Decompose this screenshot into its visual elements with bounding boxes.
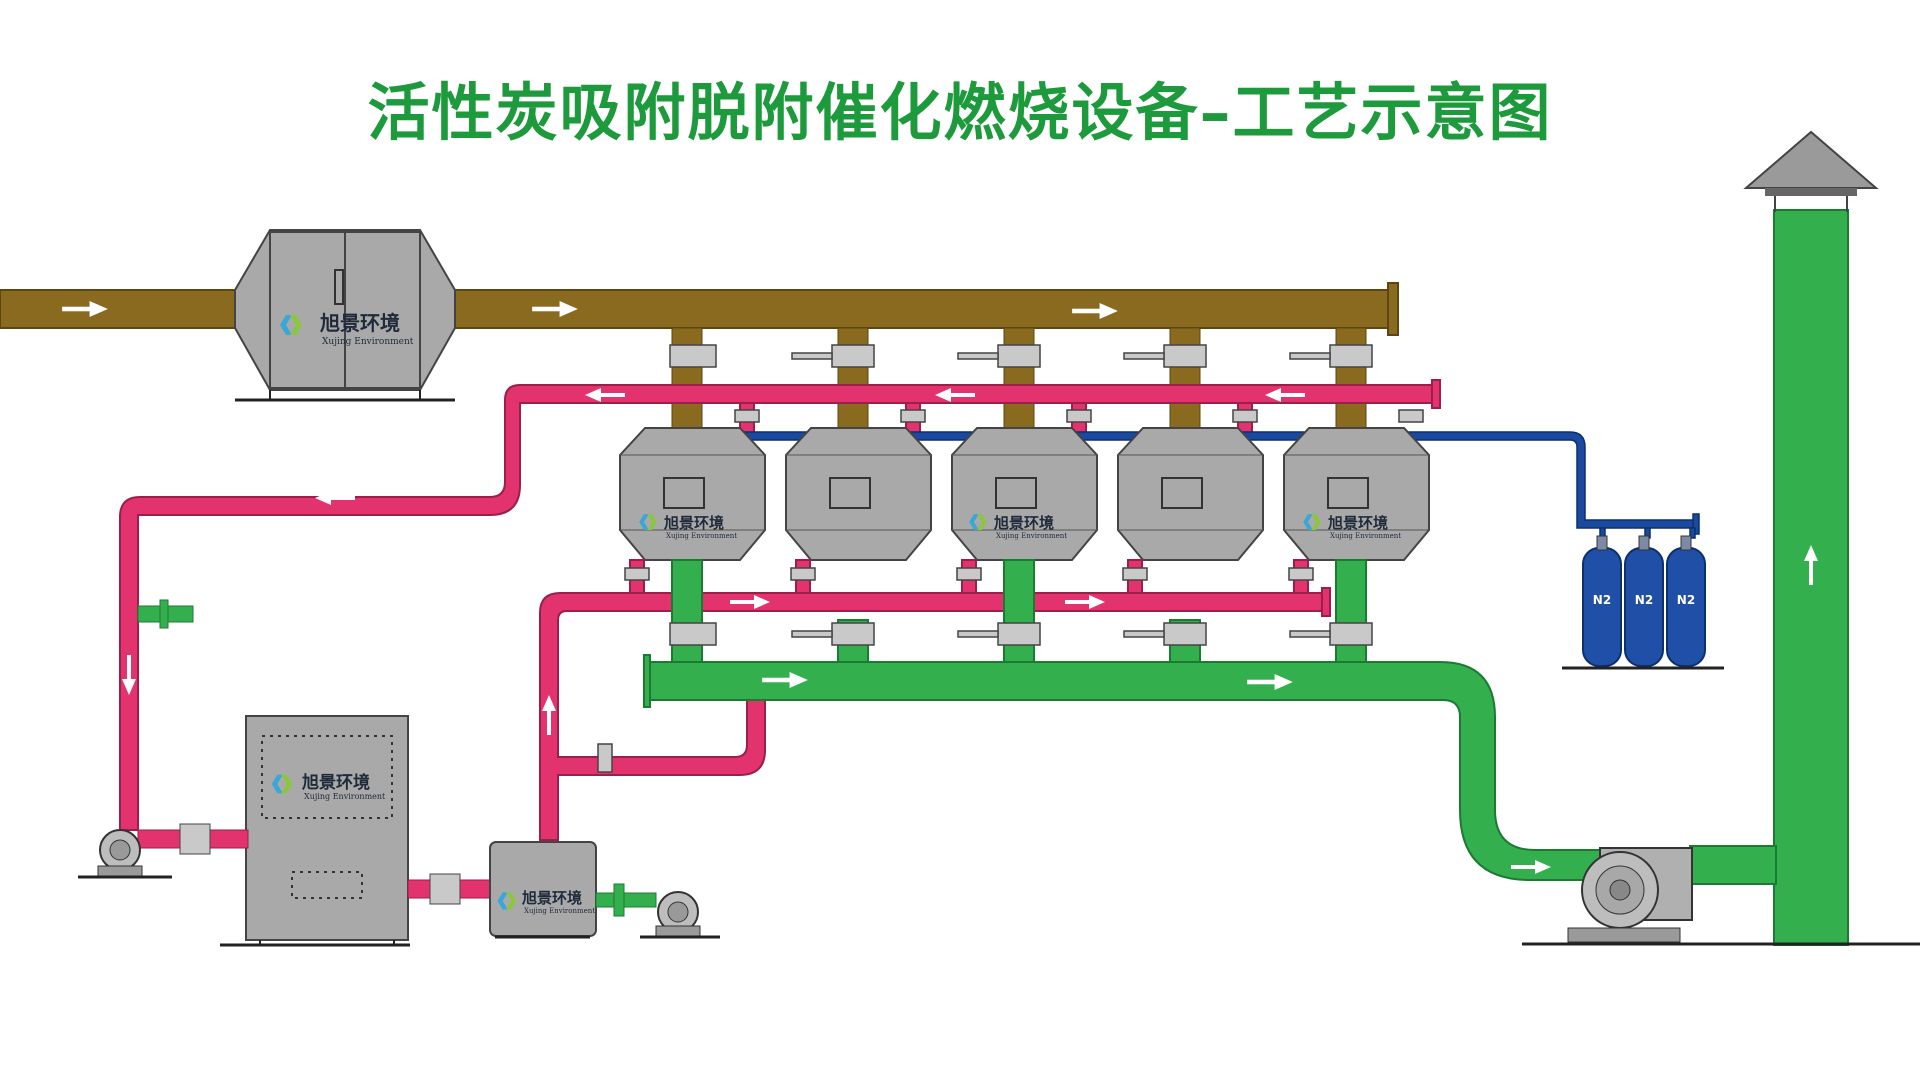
svg-text:Xujing Environment: Xujing Environment bbox=[1330, 532, 1401, 540]
svg-text:旭景环境: 旭景环境 bbox=[993, 514, 1054, 532]
cylinder-label: N2 bbox=[1593, 593, 1611, 607]
fan-connector-pipe bbox=[137, 823, 493, 905]
brand-logo: 旭景环境 Xujing Environment bbox=[280, 311, 414, 347]
svg-text:Xujing Environment: Xujing Environment bbox=[524, 907, 595, 915]
brand-logo: 旭景环境 Xujing Environment bbox=[1303, 514, 1401, 540]
brand-name-en: Xujing Environment bbox=[322, 337, 414, 347]
pre-filter-box bbox=[234, 229, 456, 402]
adsorber-2 bbox=[785, 427, 932, 561]
adsorber-units bbox=[619, 427, 1430, 561]
svg-text:Xujing Environment: Xujing Environment bbox=[996, 532, 1067, 540]
nitrogen-cylinders: N2 N2 N2 bbox=[1562, 535, 1724, 670]
svg-text:旭景环境: 旭景环境 bbox=[521, 889, 582, 907]
nitrogen-cylinder: N2 bbox=[1582, 535, 1622, 667]
svg-text:旭景环境: 旭景环境 bbox=[301, 772, 370, 793]
brand-logo: 旭景环境 Xujing Environment bbox=[639, 514, 737, 540]
brand-logo: 旭景环境 Xujing Environment bbox=[497, 889, 595, 915]
svg-text:Xujing Environment: Xujing Environment bbox=[304, 792, 386, 801]
svg-text:Xujing Environment: Xujing Environment bbox=[666, 532, 737, 540]
catalytic-combustion-unit bbox=[220, 715, 410, 947]
nitrogen-cylinder: N2 bbox=[1666, 535, 1706, 667]
cylinder-label: N2 bbox=[1635, 593, 1653, 607]
page-title: 活性炭吸附脱附催化燃烧设备–工艺示意图 bbox=[367, 76, 1553, 149]
cooling-fan bbox=[640, 891, 720, 939]
cylinder-label: N2 bbox=[1677, 593, 1695, 607]
brand-name-cn: 旭景环境 bbox=[319, 311, 400, 335]
svg-text:旭景环境: 旭景环境 bbox=[663, 514, 724, 532]
chimney-cap bbox=[1743, 130, 1879, 212]
adsorber-4 bbox=[1117, 427, 1264, 561]
brand-logo: 旭景环境 Xujing Environment bbox=[271, 772, 386, 801]
desorption-fan bbox=[78, 829, 172, 879]
valves bbox=[597, 344, 1424, 773]
svg-text:旭景环境: 旭景环境 bbox=[1327, 514, 1388, 532]
brand-logo: 旭景环境 Xujing Environment bbox=[969, 514, 1067, 540]
main-exhaust-fan bbox=[1522, 847, 1920, 946]
fresh-air-inlet bbox=[137, 599, 194, 629]
adsorber-5 bbox=[1283, 427, 1430, 561]
heat-exchanger bbox=[489, 841, 657, 939]
nitrogen-cylinder: N2 bbox=[1624, 535, 1664, 667]
clean-outlet-pipe bbox=[643, 209, 1849, 946]
adsorber-3 bbox=[951, 427, 1098, 561]
adsorber-1 bbox=[619, 427, 766, 561]
